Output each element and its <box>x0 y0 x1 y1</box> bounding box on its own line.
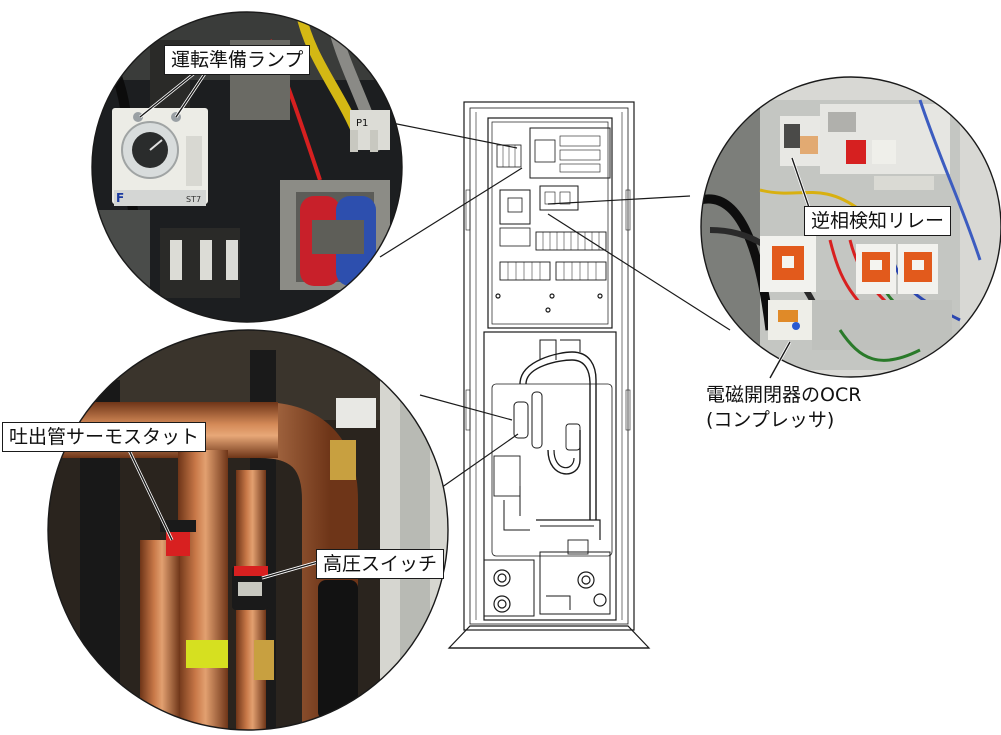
label-ocr-line2: (コンプレッサ) <box>706 409 835 431</box>
leader-relay-b <box>547 213 731 331</box>
leader-run-ready-b <box>379 167 523 258</box>
leader-bottom-a <box>419 394 513 421</box>
photo-reverse-phase-frame <box>700 76 1001 378</box>
label-discharge-thermostat: 吐出管サーモスタット <box>2 422 207 452</box>
leader-ocr <box>769 341 791 379</box>
photo-discharge-frame <box>47 329 449 731</box>
cabinet-outline <box>463 101 635 631</box>
leader-lines <box>379 122 731 491</box>
leader-bottom-b <box>437 433 519 491</box>
label-reverse-phase-relay: 逆相検知リレー <box>804 206 952 236</box>
label-run-ready-lamp: 運転準備ランプ <box>164 45 311 75</box>
unit-drawing <box>447 101 651 649</box>
leader-lamp-a <box>139 71 197 118</box>
leader-lamp-b <box>175 71 207 118</box>
leader-discharge-thermostat <box>127 447 173 541</box>
photo-reverse-phase-relay <box>701 77 1001 377</box>
label-high-pressure-switch: 高圧スイッチ <box>316 549 445 579</box>
relay-model: ST7 <box>186 195 201 204</box>
refrigerant-section <box>483 331 617 621</box>
electrical-panel <box>487 117 613 329</box>
leader-high-pressure-switch <box>261 561 319 579</box>
leader-relay-a <box>547 195 691 205</box>
relay-brand: F <box>116 191 124 205</box>
terminal-p1: P1 <box>356 118 368 129</box>
leader-run-ready-a <box>391 122 518 149</box>
label-ocr-line1: 電磁開閉器のOCR <box>706 384 862 406</box>
photo-run-ready-frame <box>91 11 403 323</box>
photo-run-ready-lamp: F ST7 P1 <box>92 12 402 322</box>
